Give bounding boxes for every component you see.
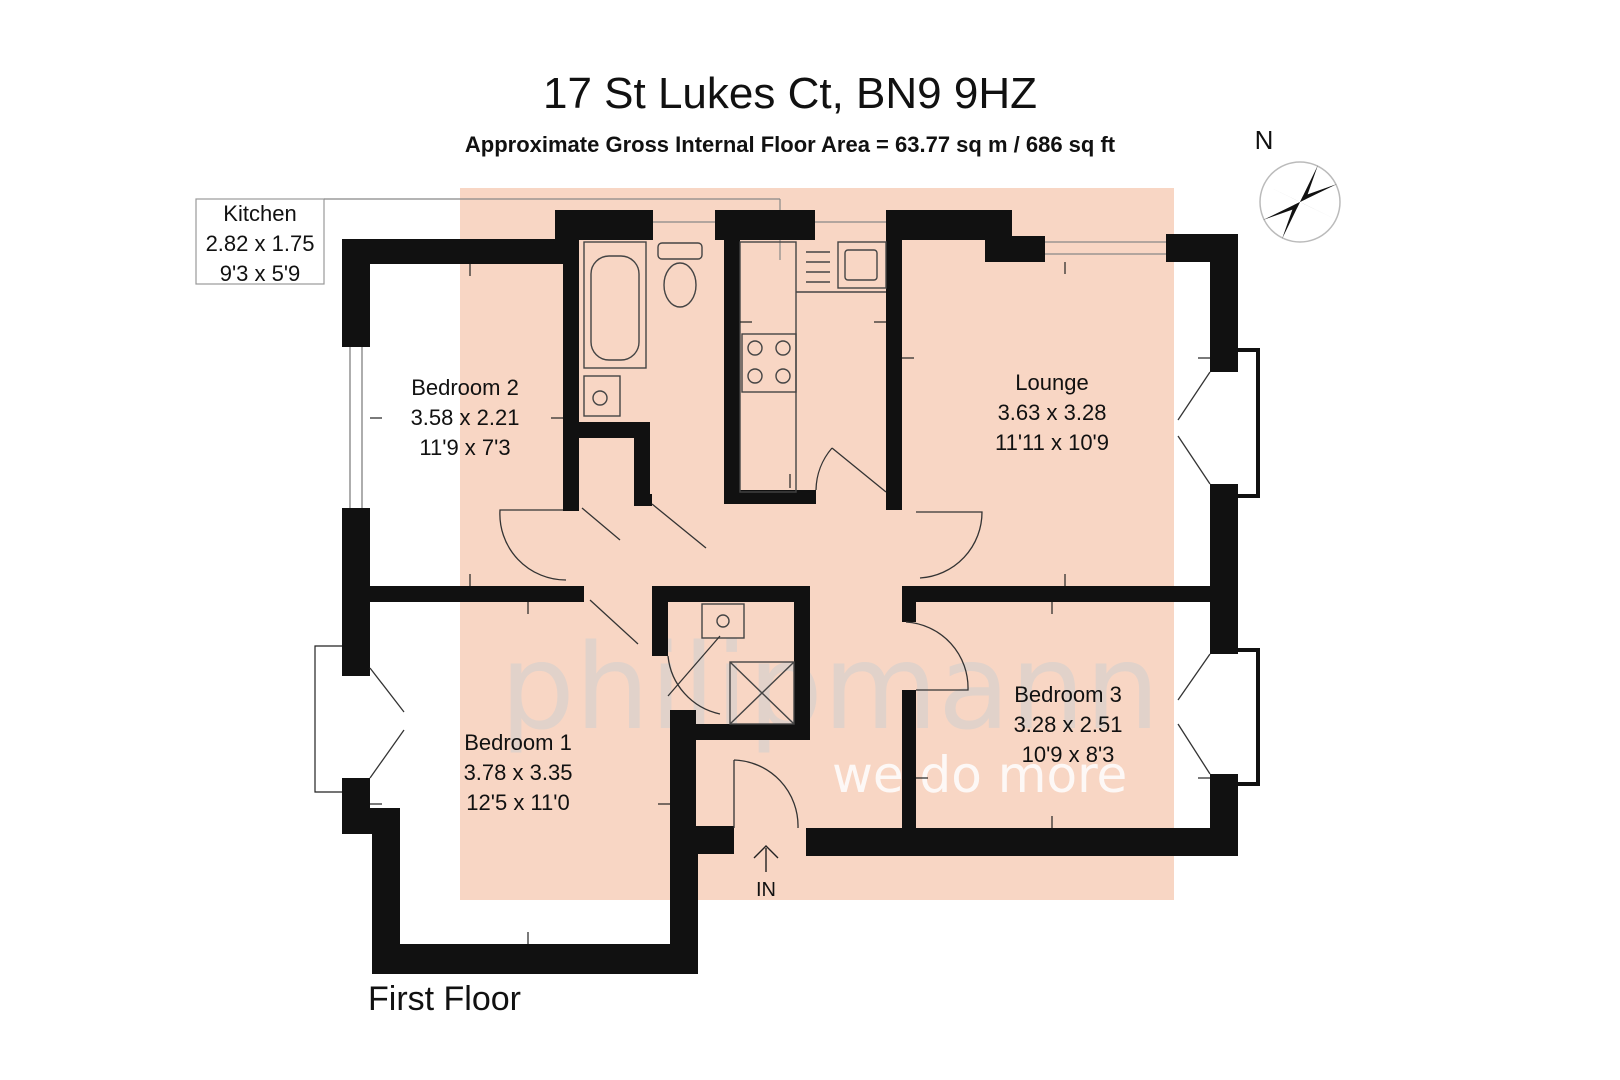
hob-fixture bbox=[741, 333, 797, 393]
bedroom2-metric: 3.58 x 2.21 bbox=[411, 405, 520, 430]
lounge-imperial: 11'11 x 10'9 bbox=[995, 430, 1109, 455]
top-windows bbox=[653, 221, 1166, 255]
shower-room-sink-fixture bbox=[701, 603, 745, 639]
toilet-fixture bbox=[657, 242, 703, 308]
watermark-tagline: we do more bbox=[832, 746, 1127, 804]
bedroom3-metric: 3.28 x 2.51 bbox=[1014, 712, 1123, 737]
interior-doors bbox=[499, 447, 983, 829]
lounge-metric: 3.63 x 3.28 bbox=[998, 400, 1107, 425]
window-bedroom2 bbox=[349, 347, 363, 508]
interior-walls bbox=[370, 239, 1210, 830]
bay-window-left bbox=[314, 645, 405, 793]
bay-window-bedroom3 bbox=[1177, 648, 1260, 786]
watermark-brand: philipmann bbox=[500, 618, 1160, 756]
bedroom3-name: Bedroom 3 bbox=[1014, 682, 1122, 707]
dimension-markers bbox=[370, 262, 1210, 944]
floor-area-subtitle: Approximate Gross Internal Floor Area = … bbox=[465, 132, 1116, 157]
kitchen-name: Kitchen bbox=[223, 201, 296, 226]
lounge-name: Lounge bbox=[1015, 370, 1088, 395]
shower-tray-fixture bbox=[729, 661, 795, 725]
bedroom1-imperial: 12'5 x 11'0 bbox=[466, 790, 569, 815]
exterior-walls bbox=[342, 210, 1238, 974]
compass-rose-icon: N bbox=[1255, 125, 1341, 243]
entrance-arrow-icon bbox=[753, 845, 779, 872]
kitchen-imperial: 9'3 x 5'9 bbox=[220, 261, 301, 286]
bath-fixture bbox=[583, 241, 647, 369]
bathroom-sink-fixture bbox=[583, 375, 621, 417]
compass-north-label: N bbox=[1255, 125, 1274, 155]
floor-label: First Floor bbox=[368, 980, 521, 1018]
page-title: 17 St Lukes Ct, BN9 9HZ bbox=[543, 69, 1037, 118]
bedroom3-imperial: 10'9 x 8'3 bbox=[1022, 742, 1115, 767]
entrance-label: IN bbox=[756, 879, 776, 901]
bedroom1-metric: 3.78 x 3.35 bbox=[464, 760, 573, 785]
bedroom2-imperial: 11'9 x 7'3 bbox=[419, 435, 510, 460]
bedroom1-name: Bedroom 1 bbox=[464, 730, 572, 755]
kitchen-metric: 2.82 x 1.75 bbox=[206, 231, 315, 256]
bedroom2-name: Bedroom 2 bbox=[411, 375, 519, 400]
bay-window-lounge bbox=[1177, 348, 1260, 498]
kitchen-label-box bbox=[195, 198, 781, 285]
kitchen-sink-fixture bbox=[806, 241, 887, 289]
